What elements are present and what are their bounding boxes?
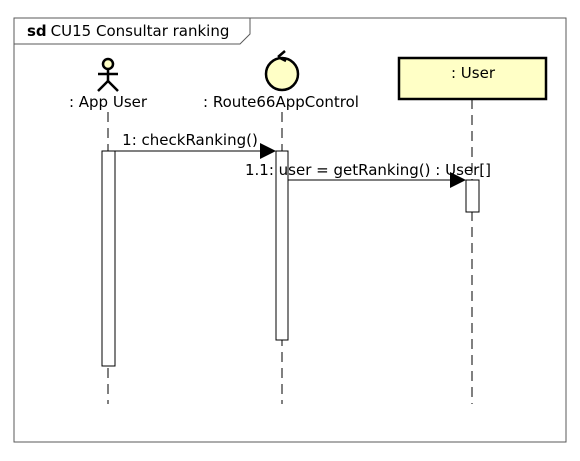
route66appcontrol-activation [275,150,289,341]
user-activation [465,179,480,213]
message-1-1-label: 1.1: user = getRanking() : User[] [245,161,491,179]
message-1-label: 1: checkRanking() [122,131,258,149]
app-user-label: : App User [69,93,148,111]
actor-icon [97,57,119,92]
control-icon [264,50,300,92]
message-1-1-arrowhead [450,172,466,188]
message-1-arrowhead [260,143,276,159]
sd-frame-tab [14,18,251,45]
user-object-box [397,56,548,101]
user-object-label: : User [451,64,496,82]
route66appcontrol-label: : Route66AppControl [203,93,359,111]
app-user-activation [101,150,116,367]
